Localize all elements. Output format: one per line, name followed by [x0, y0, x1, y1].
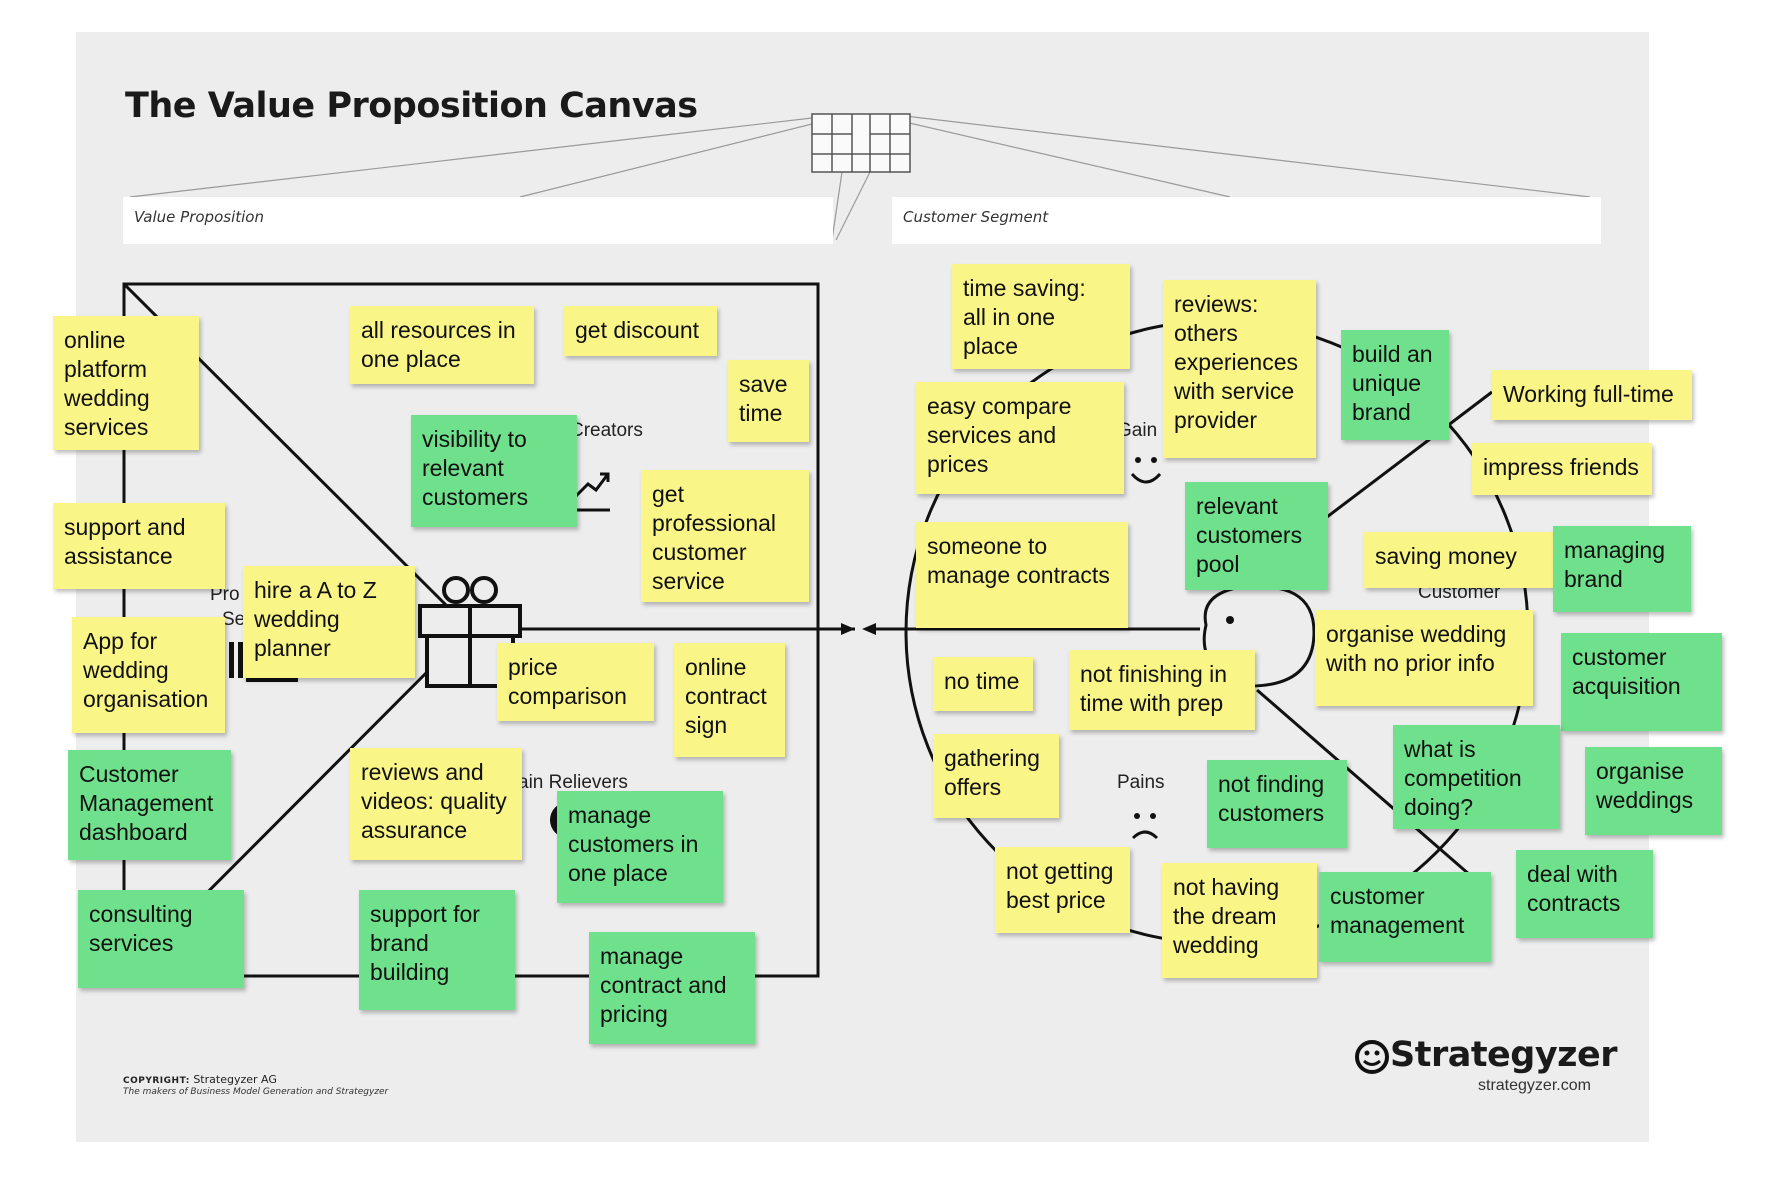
sticky-note[interactable]: hire a A to Z wedding planner: [243, 566, 415, 678]
products-services-label-2: Se: [222, 609, 246, 630]
sticky-note[interactable]: support for brand building: [359, 890, 515, 1010]
sticky-note[interactable]: get discount: [564, 306, 717, 356]
sticky-note[interactable]: visibility to relevant customers: [411, 415, 577, 527]
sticky-note[interactable]: what is competition doing?: [1393, 725, 1560, 829]
sticky-note[interactable]: organise weddings: [1585, 747, 1722, 835]
products-services-label-1: Pro: [210, 584, 240, 605]
chart-up-icon: [574, 472, 610, 512]
copyright-label: COPYRIGHT:: [123, 1076, 190, 1086]
sticky-note[interactable]: Customer Management dashboard: [68, 750, 231, 860]
sticky-note[interactable]: Working full-time: [1492, 370, 1692, 420]
copyright-tagline: The makers of Business Model Generation …: [123, 1087, 389, 1097]
strategyzer-brand[interactable]: Strategyzer: [1390, 1035, 1618, 1075]
sticky-note[interactable]: manage contract and pricing: [589, 932, 755, 1044]
sticky-note[interactable]: impress friends: [1472, 443, 1652, 495]
sticky-note[interactable]: easy compare services and prices: [916, 382, 1124, 494]
sticky-note[interactable]: deal with contracts: [1516, 850, 1653, 938]
sticky-note[interactable]: gathering offers: [933, 734, 1059, 818]
sad-icon: [1131, 813, 1159, 840]
page-title: The Value Proposition Canvas: [125, 86, 698, 126]
sticky-note[interactable]: someone to manage contracts: [916, 522, 1128, 628]
sticky-note[interactable]: not getting best price: [995, 847, 1130, 933]
sticky-note[interactable]: App for wedding organisation: [72, 617, 225, 733]
pains-label: Pains: [1117, 772, 1165, 793]
sticky-note[interactable]: customer management: [1319, 872, 1491, 962]
sticky-note[interactable]: organise wedding with no prior info: [1315, 610, 1533, 706]
sticky-note[interactable]: reviews: others experiences with service…: [1163, 280, 1316, 458]
sticky-note[interactable]: relevant customers pool: [1185, 482, 1328, 590]
sticky-note[interactable]: managing brand: [1553, 526, 1691, 612]
sticky-note[interactable]: price comparison: [497, 643, 654, 721]
gain-creators-label: Creators: [570, 420, 643, 441]
strategyzer-logo-icon: [1355, 1040, 1389, 1074]
sticky-note[interactable]: customer acquisition: [1561, 633, 1722, 731]
sticky-note[interactable]: online platform wedding services: [53, 316, 199, 450]
smile-icon: [1130, 457, 1162, 484]
canvas-thumbnail-icon: [811, 113, 911, 173]
sticky-note[interactable]: saving money: [1364, 532, 1556, 588]
value-proposition-label-bar: Value Proposition: [123, 197, 833, 244]
sticky-note[interactable]: not having the dream wedding: [1162, 863, 1317, 978]
sticky-note[interactable]: all resources in one place: [350, 306, 534, 384]
copyright: COPYRIGHT: Strategyzer AG: [123, 1073, 277, 1086]
sticky-note[interactable]: no time: [933, 657, 1033, 711]
copyright-holder: Strategyzer AG: [193, 1073, 277, 1086]
sticky-note[interactable]: save time: [728, 360, 809, 442]
gift-icon: [418, 576, 522, 688]
sticky-note[interactable]: reviews and videos: quality assurance: [350, 748, 522, 860]
strategyzer-url[interactable]: strategyzer.com: [1478, 1077, 1591, 1094]
sticky-note[interactable]: not finding customers: [1207, 760, 1347, 848]
arrow-left: [862, 623, 876, 635]
sticky-note[interactable]: consulting services: [78, 890, 244, 988]
sticky-note[interactable]: manage customers in one place: [557, 791, 723, 903]
header-perspective-lines: [129, 115, 1591, 241]
sticky-note[interactable]: not finishing in time with prep: [1069, 650, 1255, 730]
value-proposition-label: Value Proposition: [134, 208, 264, 226]
sticky-note[interactable]: support and assistance: [53, 503, 225, 589]
sticky-note[interactable]: build an unique brand: [1341, 330, 1449, 440]
sticky-note[interactable]: online contract sign: [674, 643, 785, 757]
sticky-note[interactable]: time saving: all in one place: [952, 264, 1130, 369]
pain-relievers-label: ain Relievers: [518, 772, 628, 793]
sticky-note[interactable]: get professional customer service: [641, 470, 809, 602]
gains-label: Gain: [1117, 420, 1158, 441]
arrow-right: [841, 623, 855, 635]
customer-segment-label-bar: Customer Segment: [892, 197, 1601, 244]
customer-segment-label: Customer Segment: [903, 208, 1049, 226]
